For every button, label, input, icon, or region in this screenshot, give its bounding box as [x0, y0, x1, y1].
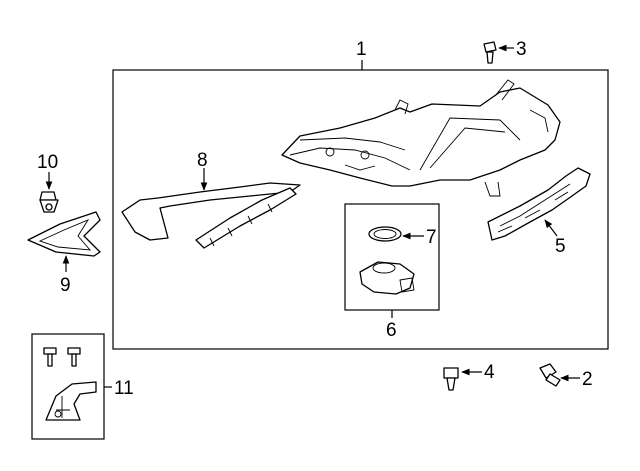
screw-pair[interactable] — [43, 347, 81, 367]
assembly-frame — [112, 69, 609, 350]
bezel-part-9[interactable] — [27, 211, 101, 257]
mounting-bracket[interactable] — [45, 381, 97, 421]
callout-7[interactable]: 7 — [426, 227, 437, 248]
callout-11[interactable]: 11 — [114, 378, 134, 399]
seal-ring-part-7[interactable] — [368, 226, 402, 242]
callout-5-leader — [544, 219, 558, 237]
clip-part-4[interactable] — [443, 367, 459, 391]
trim-strip-part-8[interactable] — [121, 182, 301, 249]
bulb-module[interactable] — [359, 261, 415, 295]
callout-1[interactable]: 1 — [356, 39, 367, 60]
headlamp-housing[interactable] — [281, 79, 561, 197]
bolt-part-3[interactable] — [483, 41, 497, 64]
callout-4[interactable]: 4 — [484, 362, 495, 383]
screw-part-2[interactable] — [539, 363, 561, 387]
callout-6[interactable]: 6 — [386, 320, 397, 341]
callout-8[interactable]: 8 — [197, 150, 208, 171]
callout-2[interactable]: 2 — [582, 369, 593, 390]
push-clip-part-10[interactable] — [39, 191, 59, 213]
callout-3[interactable]: 3 — [516, 39, 527, 60]
callout-10[interactable]: 10 — [37, 152, 58, 173]
callout-5[interactable]: 5 — [555, 236, 566, 257]
bracket-part-5[interactable] — [487, 167, 591, 241]
callout-9[interactable]: 9 — [60, 275, 71, 296]
